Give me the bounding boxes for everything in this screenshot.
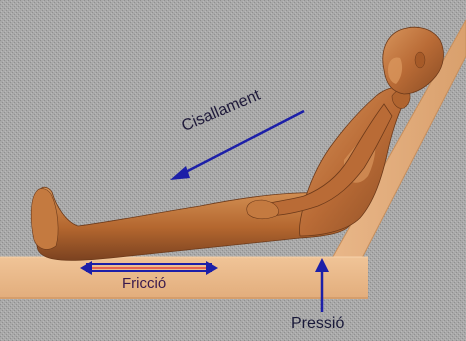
pressure-label: Pressió	[291, 316, 344, 332]
friction-label: Fricció	[122, 276, 166, 291]
